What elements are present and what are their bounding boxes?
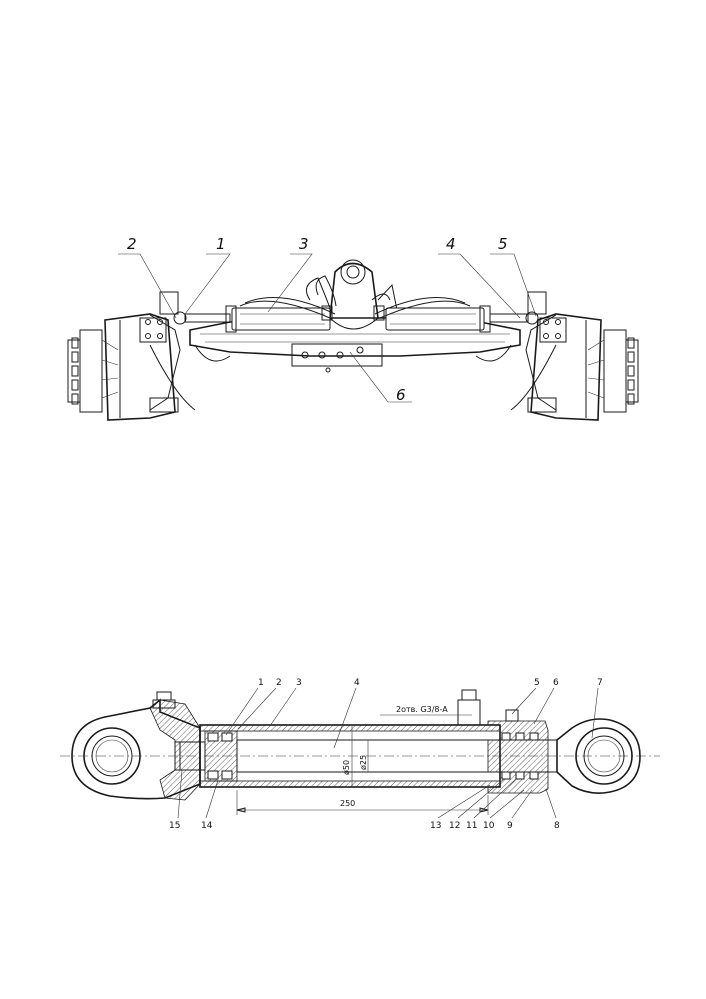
axle-assembly-view: 2 1 3 4 5 6 xyxy=(67,235,639,421)
dim-bore-d50: ø50 xyxy=(342,760,351,775)
callout-sec-11: 11 xyxy=(466,821,477,831)
callout-sec-1: 1 xyxy=(258,678,264,688)
dim-stroke-250: 250 xyxy=(340,799,355,808)
callout-top-3: 3 xyxy=(299,235,309,253)
callout-sec-9: 9 xyxy=(507,821,513,831)
callout-top-4: 4 xyxy=(446,235,456,253)
callout-sec-3: 3 xyxy=(296,678,302,688)
dim-rod-d25: ø25 xyxy=(359,755,368,770)
callout-top-1: 1 xyxy=(216,235,226,253)
callout-sec-2: 2 xyxy=(276,678,282,688)
callout-sec-6: 6 xyxy=(553,678,559,688)
callout-sec-14: 14 xyxy=(201,821,213,831)
callout-sec-15: 15 xyxy=(169,821,180,831)
callout-leaders-top xyxy=(118,253,537,403)
callout-top-2: 2 xyxy=(127,235,137,253)
dimension-lines xyxy=(236,714,489,815)
callout-sec-7: 7 xyxy=(597,678,603,688)
cylinder-section-view: 250 ø50 ø25 2отв. G3/8-A 1 2 3 4 5 6 7 xyxy=(60,678,660,831)
callout-sec-4: 4 xyxy=(354,678,360,688)
callout-sec-13: 13 xyxy=(430,821,441,831)
callout-top-6: 6 xyxy=(396,386,406,404)
callout-sec-5: 5 xyxy=(534,678,540,688)
port-note: 2отв. G3/8-A xyxy=(396,705,448,714)
callout-sec-8: 8 xyxy=(554,821,560,831)
callout-sec-10: 10 xyxy=(483,821,495,831)
callout-leaders-section xyxy=(177,687,599,819)
callout-top-5: 5 xyxy=(498,235,508,253)
callout-sec-12: 12 xyxy=(449,821,460,831)
